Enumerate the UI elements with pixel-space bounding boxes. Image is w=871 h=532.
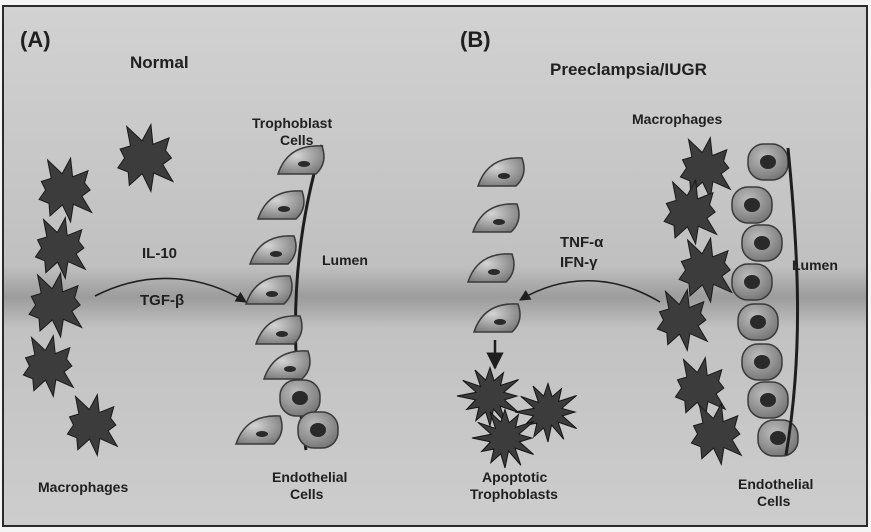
cell-nucleus bbox=[750, 315, 766, 329]
cell-nucleus bbox=[760, 155, 776, 169]
cytokine-ifng: IFN-γ bbox=[560, 254, 598, 271]
panel-a-title: Normal bbox=[130, 53, 189, 72]
endothelial-cell bbox=[298, 412, 338, 448]
endothelial-cell bbox=[732, 187, 772, 223]
cell-nucleus bbox=[292, 391, 308, 405]
cell-nucleus bbox=[744, 198, 760, 212]
lumen-label-b: Lumen bbox=[792, 257, 838, 273]
endothelial-cell bbox=[280, 380, 320, 416]
cell-nucleus bbox=[276, 331, 288, 337]
trophoblast-label-line1: Trophoblast bbox=[252, 115, 332, 131]
cytokine-il10: IL-10 bbox=[142, 245, 177, 262]
cell-nucleus bbox=[270, 251, 282, 257]
cell-nucleus bbox=[278, 206, 290, 212]
endothelial-cell bbox=[738, 304, 778, 340]
cell-nucleus bbox=[770, 431, 786, 445]
apoptotic-label-line1: Apoptotic bbox=[482, 469, 548, 485]
endothelial-label-b-line2: Cells bbox=[757, 493, 791, 509]
endothelial-cell bbox=[732, 264, 772, 300]
endothelial-cell bbox=[758, 420, 798, 456]
endothelial-cell bbox=[742, 344, 782, 380]
cell-nucleus bbox=[744, 275, 760, 289]
cell-nucleus bbox=[284, 366, 296, 372]
panel-b-label: (B) bbox=[460, 27, 491, 52]
cytokine-tnfa: TNF-α bbox=[560, 234, 604, 251]
endothelial-cell bbox=[742, 225, 782, 261]
cell-nucleus bbox=[760, 393, 776, 407]
endothelial-label-a-line2: Cells bbox=[290, 486, 324, 502]
cell-nucleus bbox=[298, 161, 310, 167]
endothelial-cell bbox=[748, 382, 788, 418]
cell-nucleus bbox=[256, 431, 268, 437]
cell-nucleus bbox=[488, 269, 500, 275]
cell-nucleus bbox=[266, 291, 278, 297]
panel-b-title: Preeclampsia/IUGR bbox=[550, 60, 707, 79]
endothelial-label-a-line1: Endothelial bbox=[272, 469, 347, 485]
cell-nucleus bbox=[494, 319, 506, 325]
trophoblast-label-line2: Cells bbox=[280, 132, 314, 148]
panel-a-label: (A) bbox=[20, 27, 51, 52]
macrophages-label-a: Macrophages bbox=[38, 479, 128, 495]
cell-nucleus bbox=[310, 423, 326, 437]
macrophages-label-b: Macrophages bbox=[632, 111, 722, 127]
cell-nucleus bbox=[754, 236, 770, 250]
cell-nucleus bbox=[498, 173, 510, 179]
lumen-label-a: Lumen bbox=[322, 252, 368, 268]
endothelial-cell bbox=[748, 144, 788, 180]
cytokine-tgfb: TGF-β bbox=[140, 292, 184, 309]
endothelial-label-b-line1: Endothelial bbox=[738, 476, 813, 492]
cell-nucleus bbox=[493, 219, 505, 225]
cell-nucleus bbox=[754, 355, 770, 369]
apoptotic-label-line2: Trophoblasts bbox=[470, 486, 558, 502]
